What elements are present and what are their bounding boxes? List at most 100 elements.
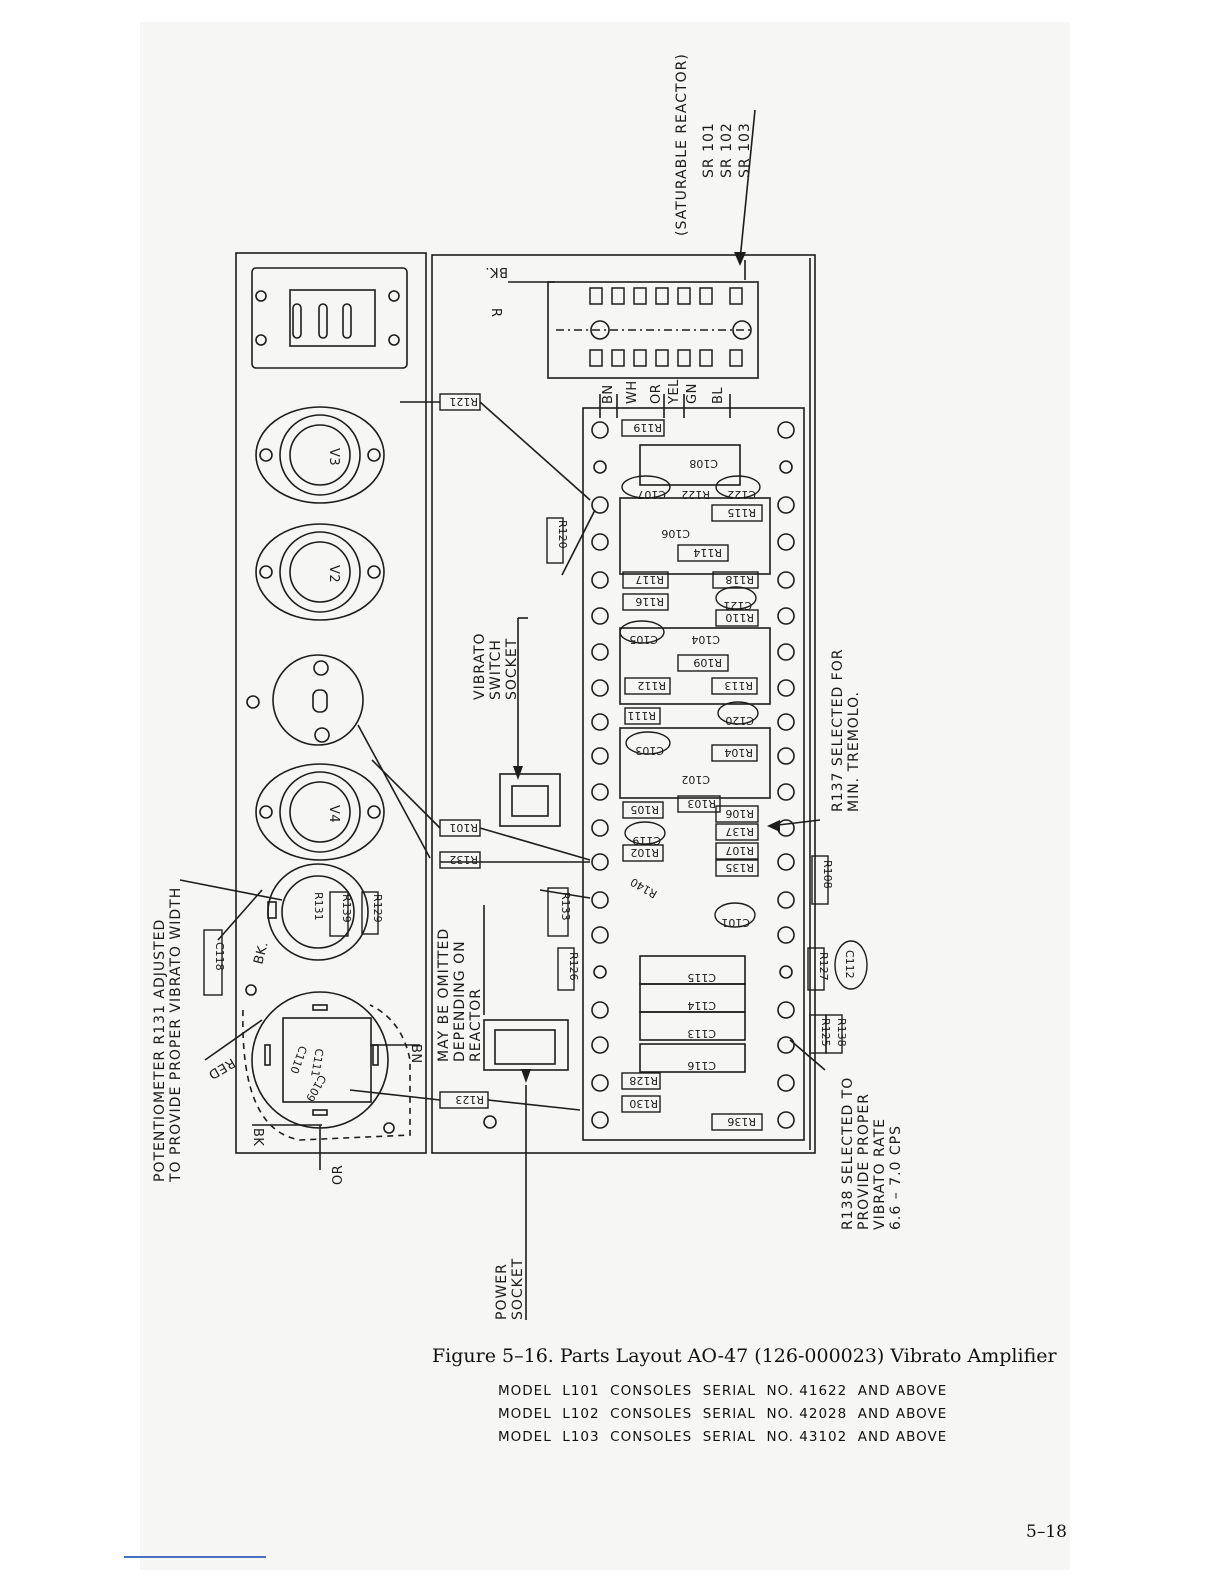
part-r116: R116 — [635, 595, 664, 608]
tube-v4-label: V4 — [326, 805, 341, 823]
part-r101: R101 — [449, 821, 478, 834]
tube-socket-v3 — [255, 406, 385, 504]
part-r108: R108 — [821, 860, 834, 889]
part-r120: R120 — [556, 520, 569, 549]
part-c115: C115 — [687, 971, 716, 984]
part-r117: R117 — [635, 573, 664, 586]
right-chassis-panel — [431, 254, 816, 1154]
sr103-label: SR 103 — [737, 122, 753, 178]
part-r119: R119 — [633, 421, 662, 434]
vibrato-switch-callout: VIBRATO SWITCH SOCKET — [472, 632, 520, 700]
part-c121: C121 — [723, 599, 752, 612]
part-r105: R105 — [630, 803, 659, 816]
part-c113: C113 — [687, 1027, 716, 1040]
page-number: 5–18 — [1026, 1522, 1067, 1542]
part-r106: R106 — [725, 807, 754, 820]
power-socket-callout: POWER SOCKET — [494, 1258, 526, 1320]
model-line-l102: MODEL L102 CONSOLES SERIAL NO. 42028 AND… — [498, 1406, 948, 1422]
wire-bk-top-label: BK. — [485, 264, 508, 279]
part-r128: R128 — [629, 1074, 658, 1087]
wire-bn-label: BN — [408, 1044, 423, 1064]
omitted-callout: MAY BE OMITTED DEPENDING ON REACTOR — [436, 928, 484, 1062]
capacitor-c104-body — [619, 627, 771, 705]
part-r123: R123 — [455, 1093, 484, 1106]
wire-red-label: RED — [205, 1055, 237, 1082]
r138-callout-line2: PROVIDE PROPER — [856, 1093, 872, 1230]
part-r103: R103 — [687, 797, 716, 810]
vibrato-callout-line3: SOCKET — [504, 638, 520, 700]
part-r126: R126 — [567, 952, 580, 981]
capacitor-ovals — [619, 475, 868, 990]
capacitor-c108-body — [639, 444, 741, 486]
part-c105: C105 — [629, 633, 658, 646]
part-c110: C110 — [287, 1044, 309, 1075]
tube-socket-v2 — [255, 523, 385, 621]
model-list: MODEL L101 CONSOLES SERIAL NO. 41622 AND… — [498, 1380, 947, 1449]
part-r115: R115 — [727, 506, 756, 519]
part-r111: R111 — [627, 709, 656, 722]
sr102-label: SR 102 — [719, 122, 735, 178]
terminal-eyelets — [483, 421, 795, 1129]
part-r140: R140 — [628, 875, 659, 901]
part-r127: R127 — [817, 952, 830, 981]
part-c106: C106 — [661, 527, 690, 540]
figure-caption: Figure 5–16. Parts Layout AO-47 (126-000… — [432, 1345, 1057, 1367]
saturable-reactor-strip — [547, 281, 759, 379]
part-r104: R104 — [724, 746, 753, 759]
part-r118: R118 — [725, 573, 754, 586]
part-r114: R114 — [693, 546, 722, 559]
part-boxes — [203, 393, 843, 1131]
omit-callout-line1: MAY BE OMITTED — [436, 928, 452, 1062]
part-c120: C120 — [725, 714, 754, 727]
part-c107: C107 — [637, 488, 666, 501]
part-r125: R125 — [819, 1018, 832, 1047]
part-r132: R132 — [449, 853, 478, 866]
part-c101: C101 — [721, 916, 750, 929]
r137-callout-line2: MIN. TREMOLO. — [846, 691, 862, 812]
part-c111: C111 — [308, 1047, 326, 1078]
part-r137: R137 — [725, 825, 754, 838]
left-chassis-panel — [235, 252, 427, 1154]
part-r130: R130 — [629, 1097, 658, 1110]
part-r113: R113 — [724, 679, 753, 692]
part-c112: C112 — [843, 950, 856, 979]
arrow-heads — [513, 252, 780, 1083]
part-r121: R121 — [449, 395, 478, 408]
lead-or-label: OR — [649, 384, 664, 404]
r138-callout-line4: 6.6 – 7.0 CPS — [888, 1125, 904, 1230]
part-c108: C108 — [689, 457, 718, 470]
lead-bn-label: BN — [601, 384, 616, 404]
tube-labels: V3 V2 V4 — [326, 448, 341, 823]
tube-v2-label: V2 — [326, 565, 341, 583]
part-r110: R110 — [725, 611, 754, 624]
model-line-l103: MODEL L103 CONSOLES SERIAL NO. 43102 AND… — [498, 1429, 948, 1445]
r138-callout-line3: VIBRATO RATE — [872, 1118, 888, 1230]
saturable-reactor-label: (SATURABLE REACTOR) — [674, 53, 690, 236]
part-c102: C102 — [681, 773, 710, 786]
part-c118: C118 — [213, 942, 226, 971]
vibrato-callout-line1: VIBRATO — [472, 632, 488, 700]
part-r107: R107 — [725, 844, 754, 857]
wire-bk-low-label: BK — [250, 1128, 265, 1146]
wire-or-label: OR — [331, 1165, 346, 1185]
part-c114: C114 — [687, 999, 716, 1012]
vibrato-switch-socket — [499, 617, 561, 827]
r138-callout-line1: R138 SELECTED TO — [840, 1077, 856, 1230]
lead-gn-label: GN — [685, 383, 700, 404]
wire-r-top-label: R — [488, 308, 503, 318]
footer-rule — [124, 1556, 266, 1558]
omit-callout-line3: REACTOR — [468, 988, 484, 1062]
reactor-terminals — [589, 287, 743, 367]
part-r129: R129 — [371, 894, 384, 923]
part-c109: C109 — [303, 1073, 329, 1104]
wire-bk-mid-label: BK. — [251, 940, 271, 966]
capacitor-c102-body — [619, 727, 771, 799]
octal-socket-top — [251, 267, 408, 369]
lead-yel-label: YEL — [667, 379, 682, 405]
part-c104: C104 — [691, 633, 720, 646]
r137-callout-line1: R137 SELECTED FOR — [830, 649, 846, 812]
saturable-reactor-callout: (SATURABLE REACTOR) SR 101 SR 102 SR 103 — [674, 53, 753, 236]
part-r112: R112 — [637, 679, 666, 692]
power-callout-line1: POWER — [494, 1263, 510, 1320]
